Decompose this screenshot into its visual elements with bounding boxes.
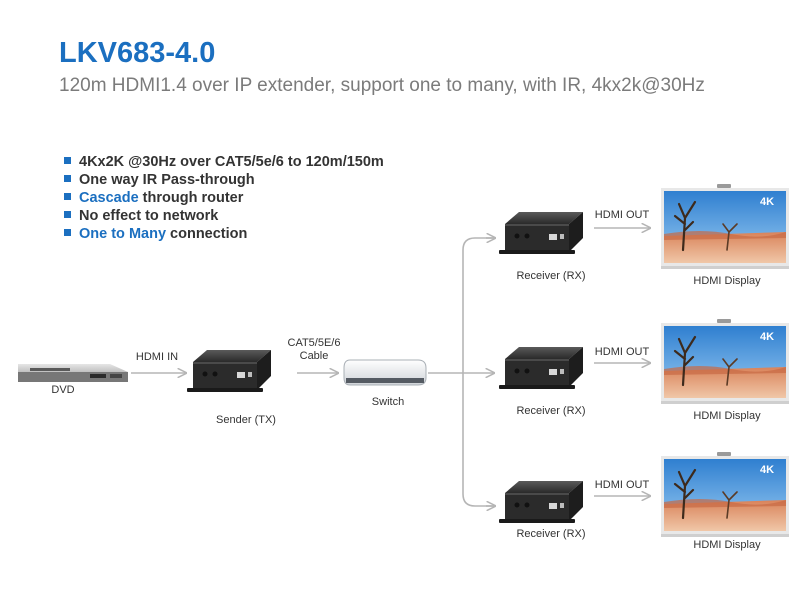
feature-text: No effect to network	[79, 208, 219, 224]
bullet-square-icon	[64, 157, 71, 164]
receiver-device-icon	[499, 347, 583, 389]
feature-highlight: Cascade	[79, 190, 139, 206]
feature-item: One way IR Pass-through	[64, 171, 384, 189]
dvd-player-icon	[18, 364, 128, 382]
4k-badge: 4K	[760, 464, 774, 476]
receiver-device-icon	[499, 481, 583, 523]
receiver-label: Receiver (RX)	[516, 270, 586, 282]
cable-label-line1: CAT5/5E/6	[287, 337, 341, 349]
bullet-square-icon	[64, 229, 71, 236]
feature-text: 4Kx2K @30Hz over CAT5/5e/6 to 120m/150m	[79, 154, 384, 170]
display-label: HDMI Display	[693, 410, 761, 422]
bullet-square-icon	[64, 193, 71, 200]
bullet-square-icon	[64, 211, 71, 218]
display-label: HDMI Display	[693, 275, 761, 287]
4k-badge: 4K	[760, 196, 774, 208]
display-label: HDMI Display	[693, 539, 761, 551]
feature-item: No effect to network	[64, 207, 384, 225]
dvd-label: DVD	[51, 384, 75, 396]
page-title: LKV683-4.0	[59, 37, 216, 69]
feature-item: Cascade through router	[64, 189, 384, 207]
bullet-square-icon	[64, 175, 71, 182]
feature-item: One to Many connection	[64, 225, 384, 243]
feature-item: 4Kx2K @30Hz over CAT5/5e/6 to 120m/150m	[64, 153, 384, 171]
sender-device-icon	[187, 350, 271, 392]
cable-label: CAT5/5E/6 Cable	[288, 337, 341, 363]
feature-text: through router	[138, 190, 244, 206]
cable-label-line2: Cable	[299, 350, 329, 362]
hdmi-out-label: HDMI OUT	[594, 346, 650, 358]
receiver-device-icon	[499, 212, 583, 254]
page-subtitle: 120m HDMI1.4 over IP extender, support o…	[59, 75, 705, 96]
sender-label: Sender (TX)	[216, 414, 276, 426]
hdmi-out-label: HDMI OUT	[594, 479, 650, 491]
feature-text: connection	[166, 226, 248, 242]
receiver-label: Receiver (RX)	[516, 528, 586, 540]
switch-icon	[343, 359, 427, 386]
receiver-label: Receiver (RX)	[516, 405, 586, 417]
feature-highlight: One to Many	[79, 226, 167, 242]
4k-badge: 4K	[760, 331, 774, 343]
switch-label: Switch	[371, 396, 405, 408]
feature-list: 4Kx2K @30Hz over CAT5/5e/6 to 120m/150m …	[64, 153, 384, 243]
hdmi-out-label: HDMI OUT	[594, 209, 650, 221]
branch-bus-line	[462, 237, 494, 507]
hdmi-in-label: HDMI IN	[135, 351, 179, 363]
feature-text: One way IR Pass-through	[79, 172, 255, 188]
